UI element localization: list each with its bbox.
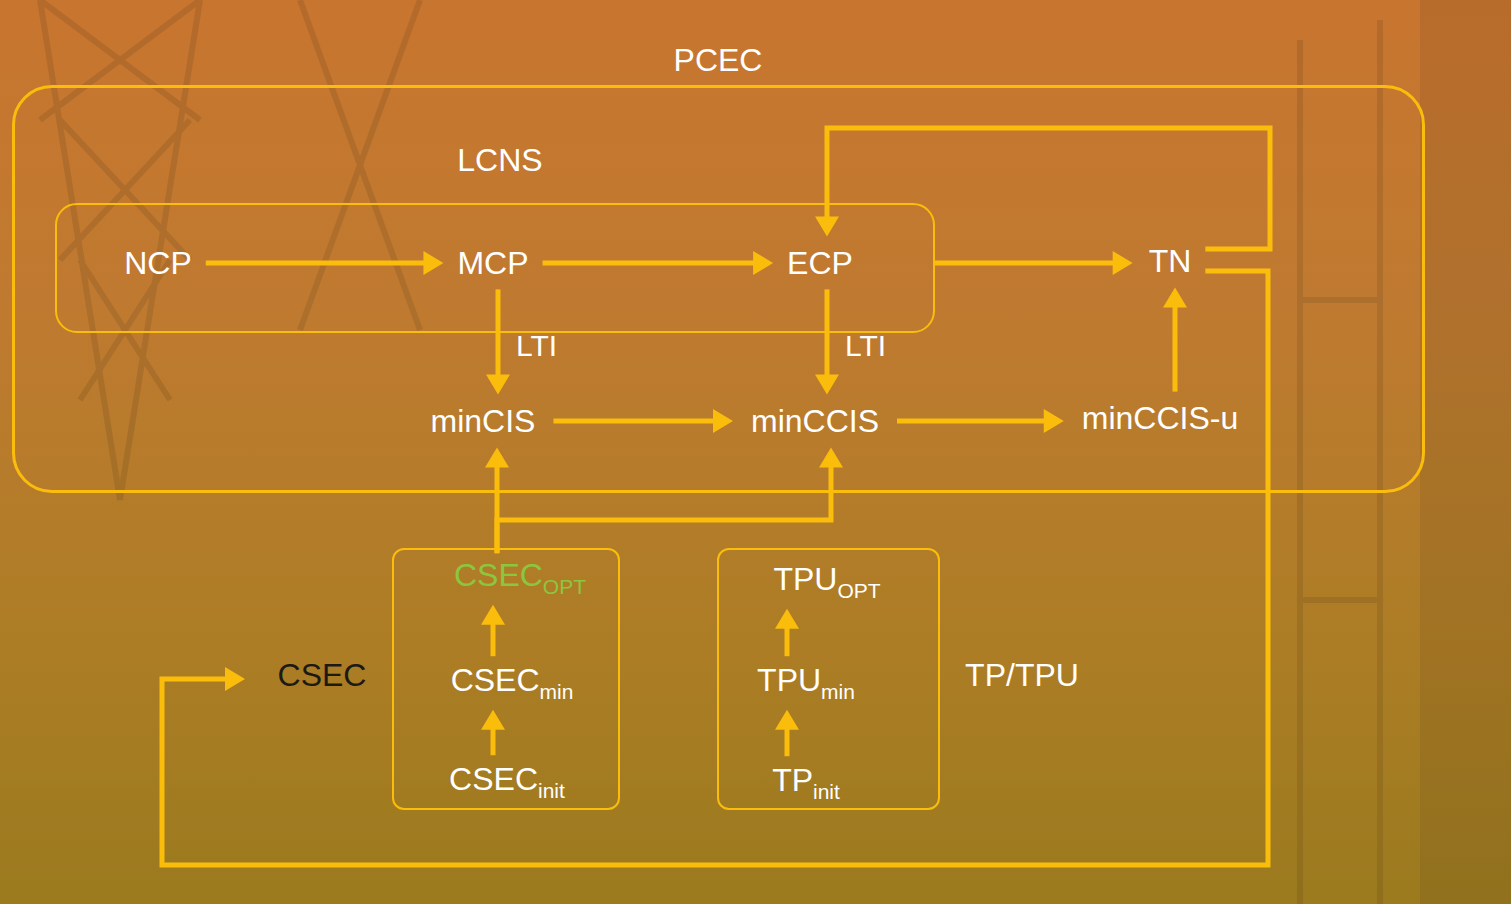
edge-label: LTI xyxy=(845,329,886,364)
connector-arrow xyxy=(775,710,799,756)
connector-line xyxy=(491,623,496,656)
arrowhead xyxy=(225,667,245,691)
arrowhead xyxy=(486,375,510,395)
group-box: TP/TPUTPUOPTTPUminTPinit xyxy=(717,548,1100,810)
connector-line xyxy=(206,260,426,265)
region-heading: LCNS xyxy=(457,142,542,179)
transformer-frame xyxy=(1300,20,1380,904)
outer-region: PCECLCNSNCPMCPECPTNminCISminCCISminCCIS-… xyxy=(12,85,1425,493)
connector-arrow xyxy=(775,609,799,656)
arrowhead xyxy=(1163,287,1187,307)
connector-line xyxy=(162,271,1268,865)
pylon-silhouette xyxy=(40,0,1380,904)
process-label: TN xyxy=(1139,239,1202,284)
connector-arrow xyxy=(897,409,1064,433)
connector-arrow xyxy=(935,251,1133,275)
node-text: TPU xyxy=(757,662,821,698)
arrowhead xyxy=(423,251,443,275)
arrowhead xyxy=(815,217,839,237)
node-text: minCIS xyxy=(431,403,536,439)
process-label: CSECinit xyxy=(439,757,575,807)
connector-line xyxy=(553,418,715,423)
connector-line xyxy=(543,260,756,265)
node-text: CSEC xyxy=(449,761,538,797)
node-text: MCP xyxy=(457,245,528,281)
connector-line xyxy=(497,465,831,553)
connector-line xyxy=(897,418,1046,423)
node-text: CSEC xyxy=(451,662,540,698)
shadow-band xyxy=(1420,0,1511,904)
node-subscript: min xyxy=(540,680,574,703)
pylon-lattice xyxy=(40,0,200,500)
connector-arrow xyxy=(162,271,1268,865)
arrowhead xyxy=(775,609,799,629)
connector-arrow xyxy=(481,605,505,656)
arrowhead xyxy=(485,447,509,467)
connector-line xyxy=(785,627,790,656)
region-heading: CSEC xyxy=(278,657,367,694)
process-label: minCCIS xyxy=(741,399,889,444)
connector-arrow xyxy=(481,710,505,755)
connector-line xyxy=(1173,305,1178,391)
node-text: NCP xyxy=(124,245,192,281)
process-label: TPinit xyxy=(762,758,850,808)
arrowhead xyxy=(753,251,773,275)
connector-line xyxy=(935,260,1115,265)
connector-arrow xyxy=(543,251,774,275)
node-text: CSEC xyxy=(454,557,543,593)
node-subscript: init xyxy=(813,780,840,803)
node-text: TPU xyxy=(773,561,837,597)
connector-line xyxy=(491,728,496,755)
node-subscript: OPT xyxy=(543,575,586,598)
connector-arrow xyxy=(553,409,733,433)
connector-arrow xyxy=(815,128,1270,249)
connector-line xyxy=(827,128,1270,249)
node-text: TP xyxy=(772,762,813,798)
process-label: NCP xyxy=(114,241,202,286)
arrowhead xyxy=(819,447,843,467)
pylon-lattice xyxy=(300,0,420,330)
node-text: minCCIS-u xyxy=(1082,400,1238,436)
process-label: TPUmin xyxy=(747,658,865,708)
process-label: CSECmin xyxy=(441,658,584,708)
node-text: minCCIS xyxy=(751,403,879,439)
arrowhead xyxy=(775,710,799,730)
process-label: MCP xyxy=(447,241,538,286)
arrowhead xyxy=(481,605,505,625)
process-label: TPUOPT xyxy=(763,557,890,607)
process-label: minCCIS-u xyxy=(1072,396,1248,441)
process-label: minCIS xyxy=(421,399,546,444)
node-text: TN xyxy=(1149,243,1192,279)
node-subscript: OPT xyxy=(837,579,880,602)
inner-region: LCNSNCPMCPECP xyxy=(55,203,935,333)
node-subscript: init xyxy=(538,779,565,802)
process-label: ECP xyxy=(777,241,863,286)
connector-arrow xyxy=(497,447,843,553)
arrowhead xyxy=(815,375,839,395)
group-box: CSECCSECOPTCSECminCSECinit xyxy=(245,548,620,810)
arrowhead xyxy=(713,409,733,433)
arrowhead xyxy=(1044,409,1064,433)
connector-arrow xyxy=(206,251,444,275)
arrowhead xyxy=(481,710,505,730)
edge-label: LTI xyxy=(516,329,557,364)
region-heading: PCEC xyxy=(674,42,763,79)
connector-line xyxy=(785,728,790,756)
connector-arrow xyxy=(486,289,510,394)
arrowhead xyxy=(1113,251,1133,275)
node-subscript: min xyxy=(821,680,855,703)
connector-arrow xyxy=(1163,287,1187,391)
process-label: CSECOPT xyxy=(444,553,596,603)
region-heading: TP/TPU xyxy=(965,657,1079,694)
node-text: ECP xyxy=(787,245,853,281)
connector-arrow xyxy=(815,289,839,394)
